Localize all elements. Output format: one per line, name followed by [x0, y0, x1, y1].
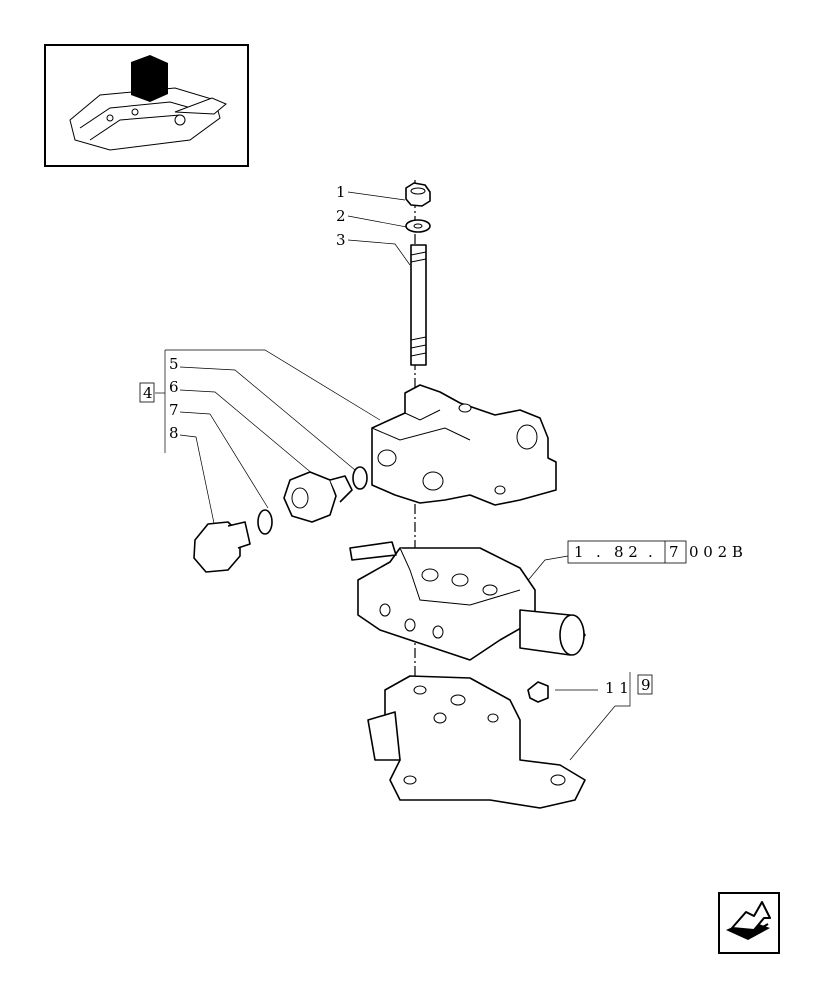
adapter-fitting[interactable] [283, 471, 353, 523]
thumbnail-frame[interactable] [44, 44, 249, 167]
nut-part[interactable] [405, 182, 431, 207]
callout-leaders [155, 191, 631, 761]
callout-4-box [139, 382, 155, 403]
reference-part-5: 7 [669, 543, 679, 561]
callout-3: 3 [336, 231, 346, 249]
callout-7: 7 [169, 401, 179, 419]
reference-part-6: 0 0 2 B [689, 543, 743, 561]
o-ring-upper[interactable] [352, 466, 368, 490]
reference-part-4: . [648, 543, 653, 561]
callout-5: 5 [169, 355, 179, 373]
callout-6: 6 [169, 378, 179, 396]
callout-2: 2 [336, 207, 346, 225]
callout-4: 4 [143, 384, 153, 402]
next-page-arrow-icon [718, 892, 780, 954]
washer-part[interactable] [405, 219, 431, 233]
callout-11: 1 1 [605, 679, 629, 697]
callout-1: 1 [336, 183, 346, 201]
reference-part-3: 8 2 [614, 543, 638, 561]
stud-part[interactable] [410, 244, 427, 366]
plug-part[interactable] [193, 521, 251, 573]
valve-cover-housing[interactable] [371, 384, 557, 506]
reference-part-2: . [596, 543, 601, 561]
o-ring-lower[interactable] [257, 509, 273, 535]
callout-9: 9 [641, 676, 651, 694]
callout-9-box [637, 674, 653, 695]
control-valve-body[interactable] [349, 541, 586, 661]
valve-base-flange[interactable] [367, 675, 586, 809]
callout-8: 8 [169, 424, 179, 442]
reference-part-1: 1 [574, 543, 584, 561]
reference-link[interactable]: 1 . 8 2 . 7 0 0 2 B [567, 540, 743, 564]
next-page-button[interactable] [718, 892, 780, 954]
tractor-hitch-thumbnail [69, 55, 227, 151]
